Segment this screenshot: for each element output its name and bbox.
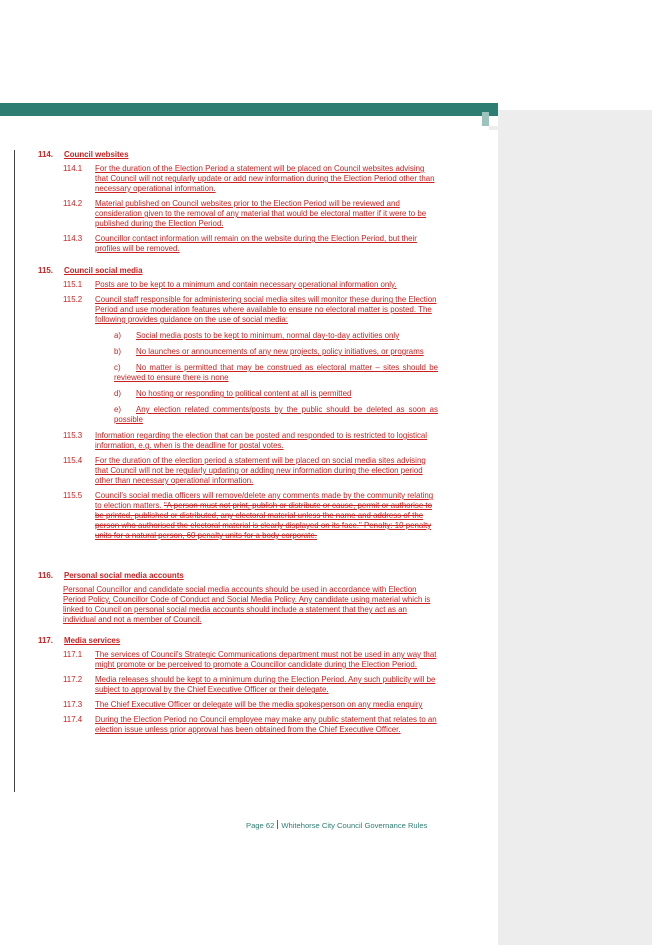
clause-114-1: 114.1 For the duration of the Election Pe…: [38, 164, 438, 194]
deleted-text: "A person must not print, publish or dis…: [95, 501, 433, 540]
clause-115-5: 115.5 Council's social media officers wil…: [38, 491, 438, 541]
subclause-e: e)Any election related comments/posts by…: [38, 405, 438, 425]
clause-number: 117.1: [63, 650, 83, 659]
clause-115-2: 115.2 Council staff responsible for admin…: [38, 295, 438, 325]
section-number: 116.: [38, 571, 53, 580]
header-notch: [482, 112, 489, 126]
section-heading-117: 117. Media services: [38, 636, 438, 646]
clause-117-3: 117.3 The Chief Executive Officer or dele…: [38, 700, 438, 710]
clause-number: 115.4: [63, 456, 83, 465]
section-title: Council social media: [64, 266, 143, 275]
clause-number: 117.3: [63, 700, 83, 709]
clause-114-3: 114.3 Councillor contact information will…: [38, 234, 438, 254]
clause-text: Posts are to be kept to a minimum and co…: [95, 280, 397, 289]
clause-114-2: 114.2 Material published on Council websi…: [38, 199, 438, 229]
clause-text: For the duration of the Election Period …: [95, 164, 435, 193]
footer-separator: [277, 820, 279, 829]
clause-117-2: 117.2 Media releases should be kept to a …: [38, 675, 438, 695]
clause-number: 117.2: [63, 675, 83, 684]
clause-text: The Chief Executive Officer or delegate …: [95, 700, 423, 709]
clause-text: Councillor contact information will rema…: [95, 234, 417, 253]
clause-117-1: 117.1 The services of Council's Strategic…: [38, 650, 438, 670]
page-label: Page: [246, 821, 264, 830]
clause-number: 115.3: [63, 431, 83, 440]
clause-text: Council staff responsible for administer…: [95, 295, 437, 324]
clause-115-1: 115.1 Posts are to be kept to a minimum a…: [38, 280, 438, 290]
document-title: Whitehorse City Council Governance Rules: [281, 821, 428, 830]
clause-115-4: 115.4 For the duration of the election pe…: [38, 456, 438, 486]
section-heading-114: 114. Council websites: [38, 150, 438, 160]
subclause-label: c): [114, 363, 121, 372]
clause-text: Council's social media officers will rem…: [95, 491, 434, 510]
clause-117-4: 117.4 During the Election Period no Counc…: [38, 715, 438, 735]
comment-pane: [498, 110, 652, 945]
clause-number: 115.5: [63, 491, 83, 500]
section-title: Media services: [64, 636, 121, 645]
clause-number: 114.1: [63, 164, 83, 173]
subclause-text: No matter is permitted that may be const…: [114, 363, 438, 382]
section-heading-115: 115. Council social media: [38, 266, 438, 276]
page-footer: Page 62 Whitehorse City Council Governanc…: [246, 820, 427, 830]
change-bar: [14, 150, 15, 792]
clause-number: 114.3: [63, 234, 83, 243]
comment-pane-lip: [489, 126, 498, 130]
clause-text: The services of Council's Strategic Comm…: [95, 650, 437, 669]
subclause-text: No hosting or responding to political co…: [136, 389, 352, 398]
subclause-a: a) Social media posts to be kept to minim…: [38, 331, 438, 341]
section-116-text: Personal Councillor and candidate social…: [63, 585, 431, 624]
subclause-d: d) No hosting or responding to political …: [38, 389, 438, 399]
subclause-label: b): [114, 347, 122, 356]
section-heading-116: 116. Personal social media accounts: [38, 571, 438, 581]
subclause-text: Social media posts to be kept to minimum…: [136, 331, 400, 340]
clause-115-3: 115.3 Information regarding the election …: [38, 431, 438, 451]
subclause-text: No launches or announcements of any new …: [136, 347, 424, 356]
section-number: 115.: [38, 266, 53, 275]
section-title: Council websites: [64, 150, 129, 159]
subclause-label: e): [114, 405, 122, 414]
section-title: Personal social media accounts: [64, 571, 184, 580]
section-number: 114.: [38, 150, 53, 159]
clause-text: Material published on Council websites p…: [95, 199, 427, 228]
subclause-label: a): [114, 331, 122, 340]
page-number: 62: [265, 821, 275, 830]
clause-number: 115.2: [63, 295, 83, 304]
section-number: 117.: [38, 636, 53, 645]
subclause-c: c)No matter is permitted that may be con…: [38, 363, 438, 383]
subclause-b: b) No launches or announcements of any ne…: [38, 347, 438, 357]
clause-number: 115.1: [63, 280, 83, 289]
clause-text: For the duration of the election period …: [95, 456, 426, 485]
header-band: [0, 103, 498, 116]
subclause-label: d): [114, 389, 122, 398]
clause-text: During the Election Period no Council em…: [95, 715, 437, 734]
clause-text: Media releases should be kept to a minim…: [95, 675, 436, 694]
clause-number: 114.2: [63, 199, 83, 208]
subclause-text: Any election related comments/posts by t…: [114, 405, 438, 424]
clause-text: Information regarding the election that …: [95, 431, 428, 450]
clause-number: 117.4: [63, 715, 83, 724]
